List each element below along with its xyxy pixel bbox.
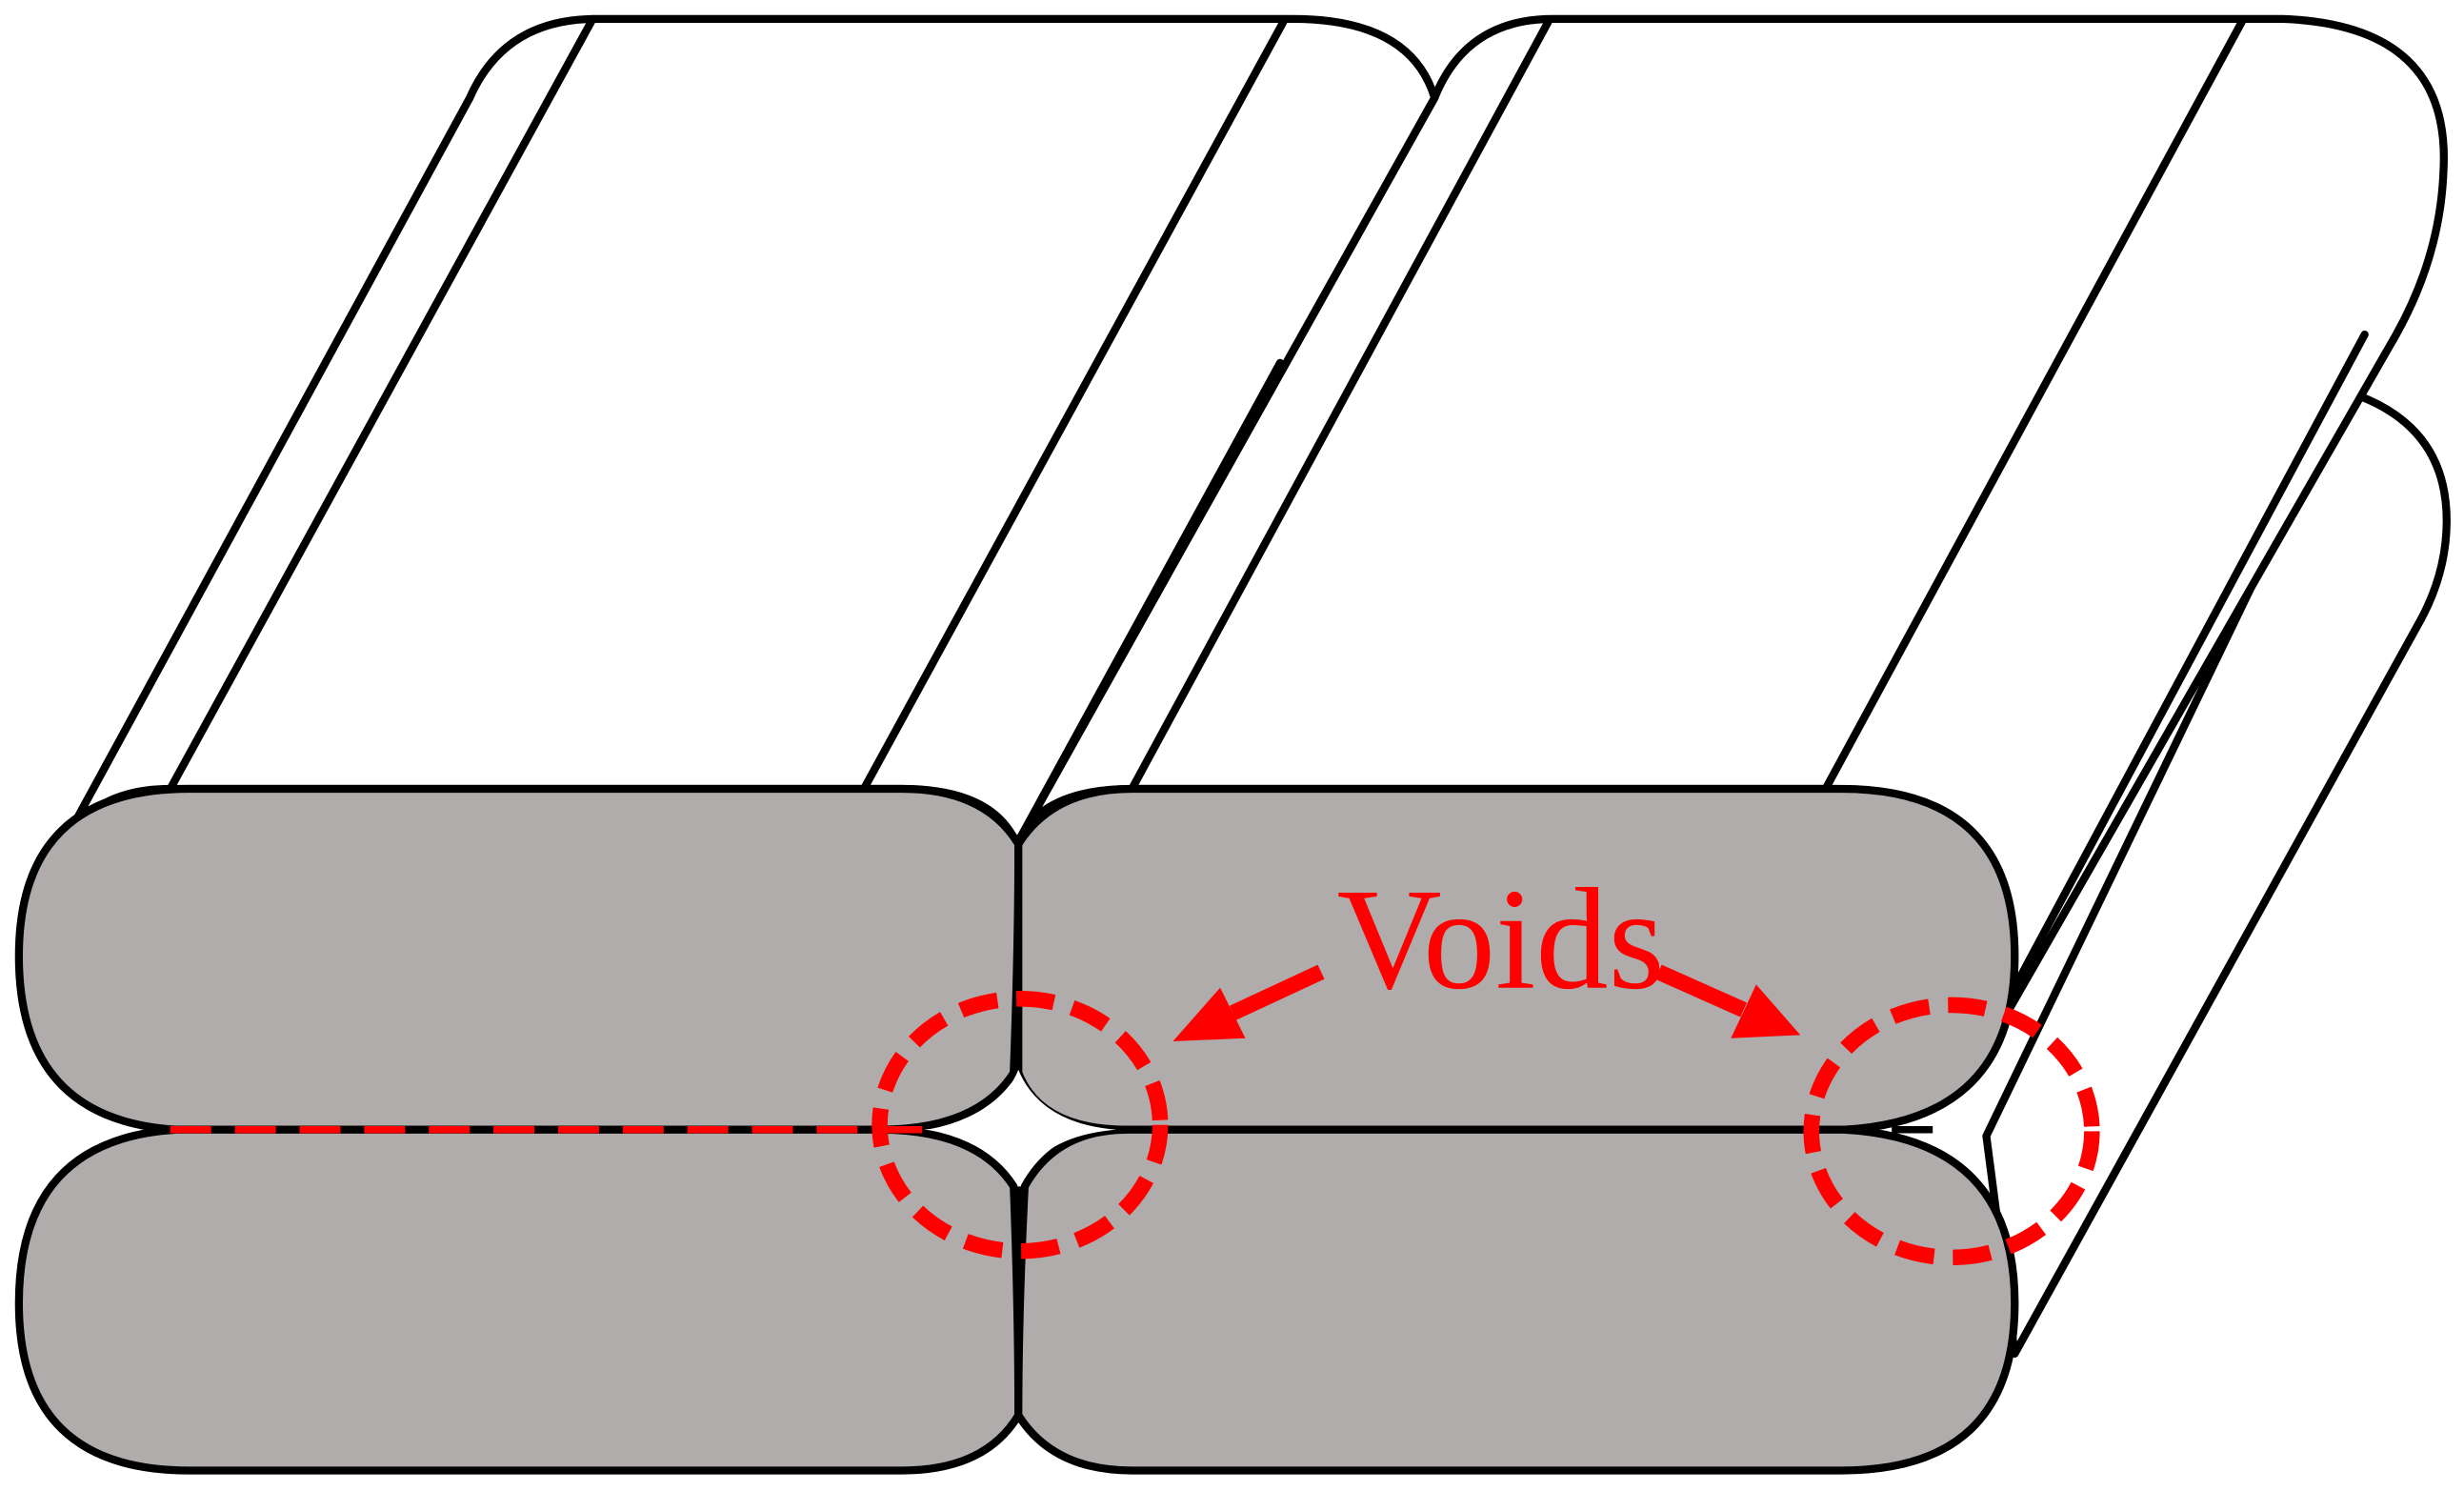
edge-line <box>1821 18 2246 794</box>
void-arrow-left-shaft <box>1229 964 1325 1020</box>
edge-line <box>1128 18 1553 794</box>
bead-bottom-right <box>1014 1125 2019 1475</box>
void-annotations: Voids <box>871 858 2100 1266</box>
right-bottom-bead-extrusion <box>1982 387 2451 1359</box>
central-void <box>923 1069 1116 1187</box>
seam-lines <box>170 845 1936 1414</box>
voids-label: Voids <box>1337 858 1665 1019</box>
edge-line <box>859 18 1288 794</box>
edge-line <box>166 14 597 794</box>
void-arrow-right-shaft <box>1654 964 1747 1018</box>
void-arrow-left-head <box>1172 987 1246 1042</box>
bead-bottom-left <box>14 1125 1023 1475</box>
void-circle-center <box>871 991 1169 1259</box>
void-circle-right <box>1803 997 2100 1266</box>
bead-top-left <box>14 784 1023 1134</box>
void-arrow-right-head <box>1731 984 1801 1038</box>
bead-cross-sections <box>14 784 2019 1475</box>
extrusion-surfaces <box>59 14 2451 1359</box>
edge-line <box>1990 330 2369 1030</box>
edge-line <box>1012 358 1285 849</box>
